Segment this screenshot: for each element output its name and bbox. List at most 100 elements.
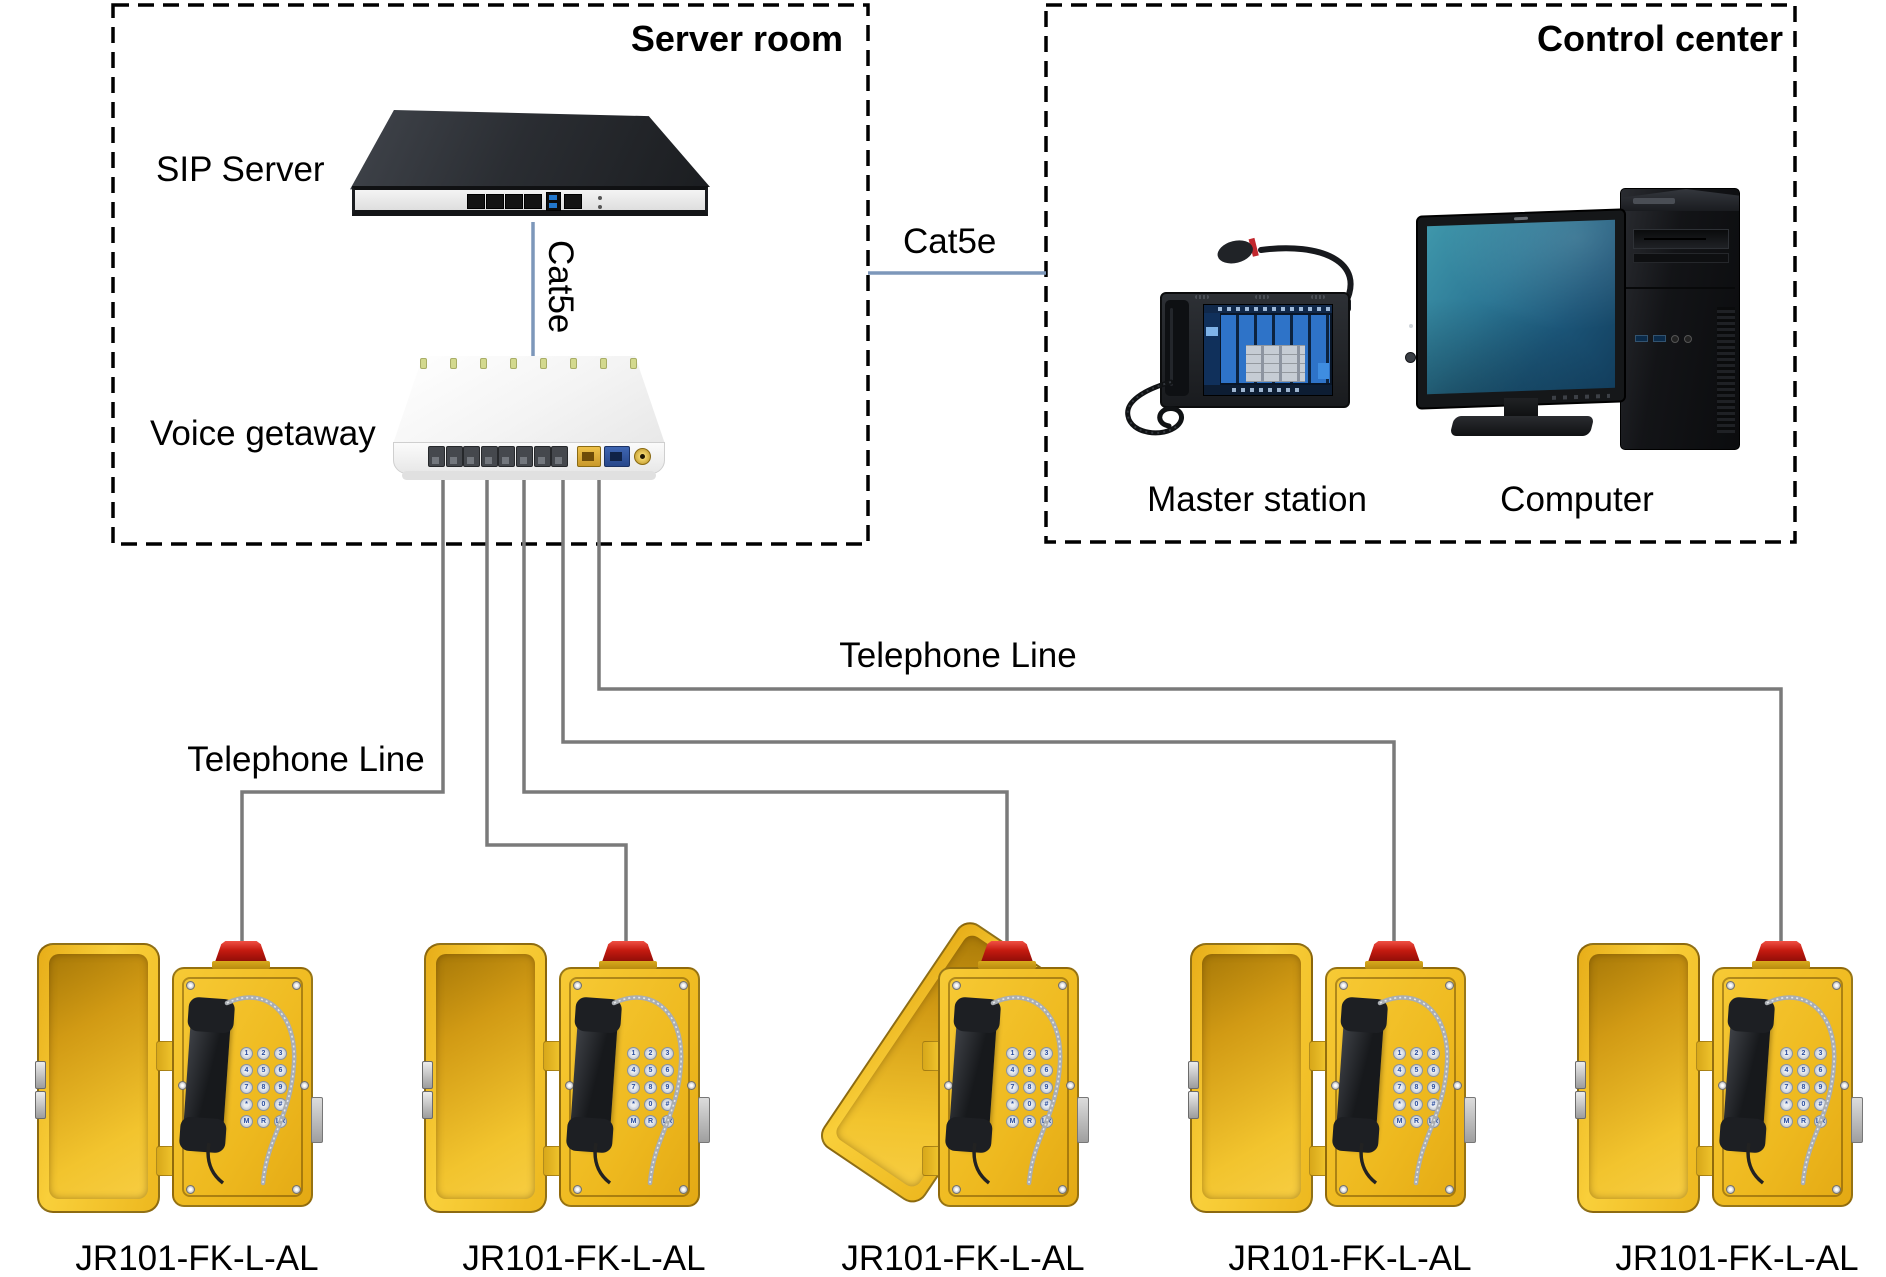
keypad-key-4: 4 — [1006, 1064, 1019, 1077]
screw — [1058, 1185, 1067, 1194]
keypad-key-0: 0 — [257, 1098, 270, 1111]
keypad-key-0: 0 — [1023, 1098, 1036, 1111]
speaker-grille — [1255, 295, 1269, 299]
usb-ports — [546, 192, 561, 211]
panel-seam — [1623, 287, 1735, 289]
sip-server-chassis — [350, 110, 710, 190]
screw — [687, 1081, 696, 1090]
gateway-top — [393, 356, 665, 444]
screw — [1058, 981, 1067, 990]
screw — [186, 1185, 195, 1194]
keypad-key-R: R — [1023, 1115, 1036, 1128]
keypad-key-1: 1 — [1780, 1047, 1793, 1060]
optical-drive — [1633, 229, 1729, 249]
fxs-port — [463, 446, 480, 467]
status-led — [598, 205, 602, 209]
armored-handset-cord — [593, 995, 684, 1186]
wan-port — [604, 446, 630, 467]
gateway-led — [630, 358, 637, 369]
phone-cover-inner — [1589, 954, 1688, 1199]
telephone-line-label-right: Telephone Line — [839, 636, 1077, 675]
cover-latch — [1188, 1091, 1199, 1119]
keypad-key-2: 2 — [1797, 1047, 1810, 1060]
touchscreen — [1203, 304, 1333, 396]
screw — [1453, 1081, 1462, 1090]
telephone-line-2 — [485, 478, 628, 941]
keypad-key-3: 3 — [1040, 1047, 1053, 1060]
keypad-key-M: M — [1780, 1115, 1793, 1128]
ethernet-port — [467, 194, 485, 209]
keypad-key-3: 3 — [274, 1047, 287, 1060]
keypad-key-9: 9 — [1427, 1081, 1440, 1094]
door-latch — [1077, 1097, 1089, 1143]
fxs-port — [516, 446, 533, 467]
alarm-beacon — [1365, 941, 1423, 969]
keypad-key-M: M — [627, 1115, 640, 1128]
keypad-key-7: 7 — [1780, 1081, 1793, 1094]
keypad-key-5: 5 — [1410, 1064, 1423, 1077]
ethernet-port — [486, 194, 504, 209]
screw — [1339, 981, 1348, 990]
extension-grid-inactive — [1246, 344, 1306, 383]
alarm-beacon — [1752, 941, 1810, 969]
keypad-key-2: 2 — [644, 1047, 657, 1060]
keypad-key-1: 1 — [627, 1047, 640, 1060]
tower-top — [1621, 189, 1739, 211]
keypad-key-4: 4 — [1393, 1064, 1406, 1077]
phone-model-label: JR101-FK-L-AL — [75, 1239, 319, 1277]
computer-device — [1408, 186, 1743, 454]
keypad-key-6: 6 — [1040, 1064, 1053, 1077]
screw — [1339, 1185, 1348, 1194]
armored-handset-cord — [1359, 995, 1450, 1186]
gateway-led — [540, 358, 547, 369]
phone-cover — [35, 943, 160, 1213]
alarm-beacon — [599, 941, 657, 969]
keypad-key-4: 4 — [1780, 1064, 1793, 1077]
screw — [1726, 1185, 1735, 1194]
screw — [1832, 1185, 1841, 1194]
screw — [1066, 1081, 1075, 1090]
keypad-key-M: M — [240, 1115, 253, 1128]
screw — [679, 1185, 688, 1194]
keypad-key-8: 8 — [1410, 1081, 1423, 1094]
gateway-led — [420, 358, 427, 369]
keypad-key-*: * — [1780, 1098, 1793, 1111]
keypad-key-7: 7 — [240, 1081, 253, 1094]
armored-handset-cord — [1746, 995, 1837, 1186]
keypad-key-1: 1 — [240, 1047, 253, 1060]
screw — [1726, 981, 1735, 990]
speaker-grille — [1311, 295, 1325, 299]
tower-badge — [1633, 198, 1675, 204]
alarm-beacon — [212, 941, 270, 969]
server-room-box — [111, 3, 870, 546]
fxs-port — [534, 446, 551, 467]
keypad-key-0: 0 — [1410, 1098, 1423, 1111]
fxs-port — [481, 446, 498, 467]
keypad-key-5: 5 — [1797, 1064, 1810, 1077]
door-latch — [311, 1097, 323, 1143]
cat5e-cable-label: Cat5e — [541, 240, 580, 334]
keypad-key-7: 7 — [627, 1081, 640, 1094]
keypad-key-2: 2 — [1023, 1047, 1036, 1060]
telephone-line-3 — [522, 478, 1009, 941]
phone-model-label: JR101-FK-L-AL — [841, 1239, 1085, 1277]
telephone-line-label-left: Telephone Line — [187, 740, 425, 779]
gateway-led — [570, 358, 577, 369]
tower-vent — [1717, 307, 1735, 433]
screen-toolbar — [1204, 305, 1332, 313]
computer-tower — [1620, 188, 1740, 450]
cover-latch — [422, 1061, 433, 1089]
keypad-key-R: R — [1797, 1115, 1810, 1128]
phone-cover — [1575, 943, 1700, 1213]
server-room-title: Server room — [630, 18, 843, 59]
screw — [679, 981, 688, 990]
keypad-key-*: * — [1393, 1098, 1406, 1111]
monitor-stand-neck — [1504, 398, 1538, 420]
keypad-key-8: 8 — [644, 1081, 657, 1094]
